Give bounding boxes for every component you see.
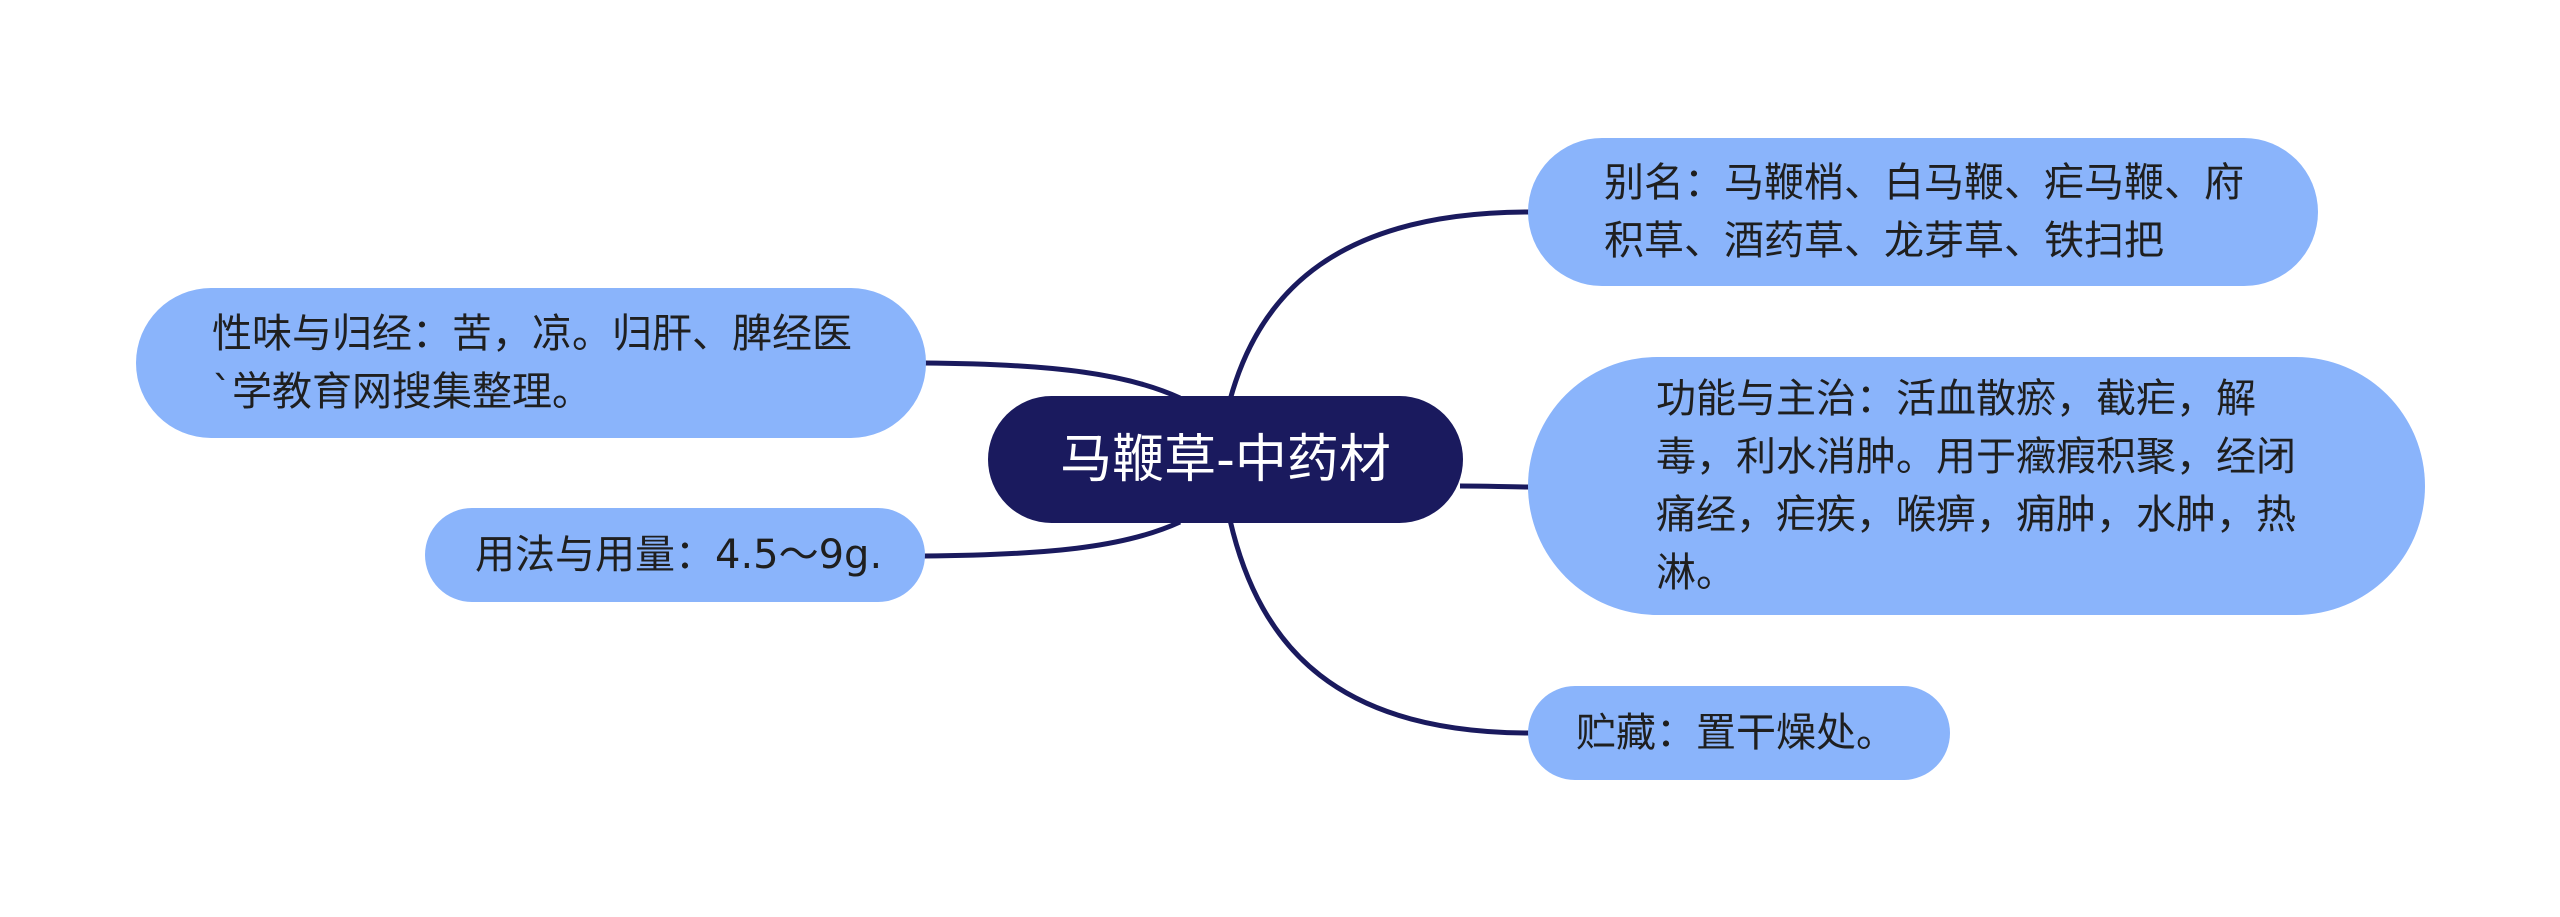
branch-function[interactable]: 功能与主治：活血散瘀，截疟，解毒，利水消肿。用于癥瘕积聚，经闭痛经，疟疾，喉痹，… xyxy=(1528,357,2425,615)
branch-nature[interactable]: 性味与归经：苦，凉。归肝、脾经医`学教育网搜集整理。 xyxy=(136,288,926,438)
branch-storage-text: 贮藏：置干燥处。 xyxy=(1576,710,1896,756)
branch-function-text: 功能与主治：活血散瘀，截疟，解毒，利水消肿。用于癥瘕积聚，经闭痛经，疟疾，喉痹，… xyxy=(1656,376,2296,596)
branch-usage[interactable]: 用法与用量：4.5～9g. xyxy=(425,508,925,602)
branch-nature-text: 性味与归经：苦，凉。归肝、脾经医`学教育网搜集整理。 xyxy=(212,311,852,415)
central-topic-label: 马鞭草-中药材 xyxy=(1060,429,1391,490)
connector-usage xyxy=(923,519,1182,559)
branch-alias[interactable]: 别名：马鞭梢、白马鞭、疟马鞭、府积草、酒药草、龙芽草、铁扫把 xyxy=(1528,138,2318,286)
connector-nature xyxy=(923,360,1182,401)
branch-storage[interactable]: 贮藏：置干燥处。 xyxy=(1528,686,1950,780)
branch-usage-text: 用法与用量：4.5～9g. xyxy=(475,532,883,578)
connector-alias xyxy=(1227,209,1531,401)
connector-storage xyxy=(1227,519,1531,736)
branch-alias-text: 别名：马鞭梢、白马鞭、疟马鞭、府积草、酒药草、龙芽草、铁扫把 xyxy=(1604,160,2244,264)
central-topic[interactable]: 马鞭草-中药材 xyxy=(988,396,1463,523)
connector-function xyxy=(1459,483,1531,490)
